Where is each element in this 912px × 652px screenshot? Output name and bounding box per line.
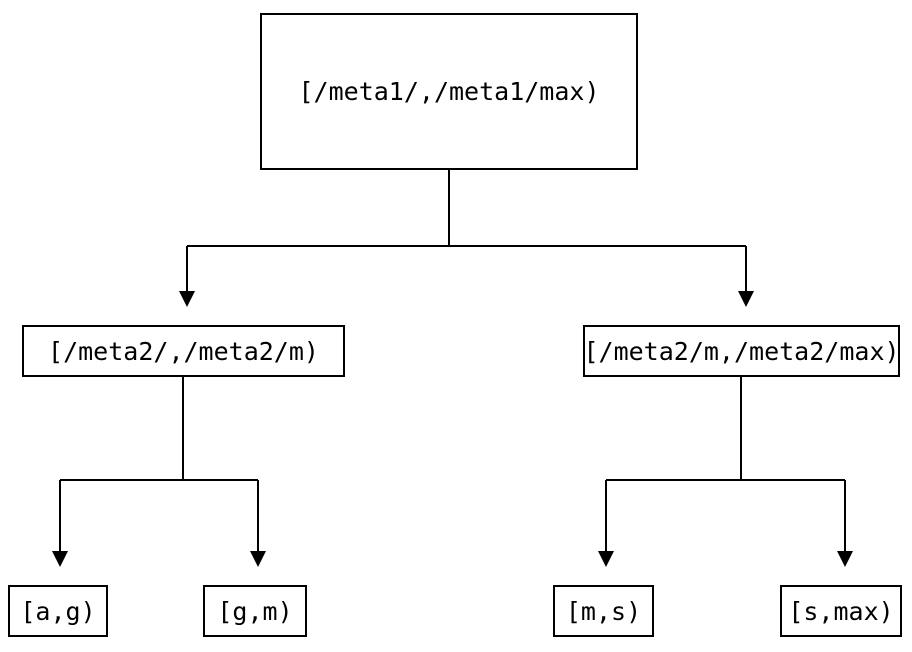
node-label: [/meta2/m,/meta2/max) xyxy=(583,336,900,366)
node-leaf-s-max: [s,max) xyxy=(780,585,902,637)
node-label: [/meta2/,/meta2/m) xyxy=(48,336,319,366)
connector-root-to-children xyxy=(179,170,754,307)
node-meta2-right-range: [/meta2/m,/meta2/max) xyxy=(583,325,900,377)
connector-right-child-to-leaves xyxy=(598,377,853,567)
node-leaf-a-g: [a,g) xyxy=(8,585,108,637)
arrow-down-icon xyxy=(598,551,614,567)
node-label: [/meta1/,/meta1/max) xyxy=(298,77,600,106)
node-label: [a,g) xyxy=(20,596,96,626)
arrow-down-icon xyxy=(52,551,68,567)
node-label: [g,m) xyxy=(217,596,293,626)
arrow-down-icon xyxy=(738,291,754,307)
connector-left-child-to-leaves xyxy=(52,377,266,567)
node-label: [m,s) xyxy=(565,596,642,626)
arrow-down-icon xyxy=(837,551,853,567)
node-leaf-g-m: [g,m) xyxy=(203,585,307,637)
arrow-down-icon xyxy=(250,551,266,567)
node-meta2-left-range: [/meta2/,/meta2/m) xyxy=(22,325,345,377)
arrow-down-icon xyxy=(179,291,195,307)
node-label: [s,max) xyxy=(788,596,894,626)
node-root-meta1-range: [/meta1/,/meta1/max) xyxy=(260,13,638,170)
node-leaf-m-s: [m,s) xyxy=(553,585,654,637)
